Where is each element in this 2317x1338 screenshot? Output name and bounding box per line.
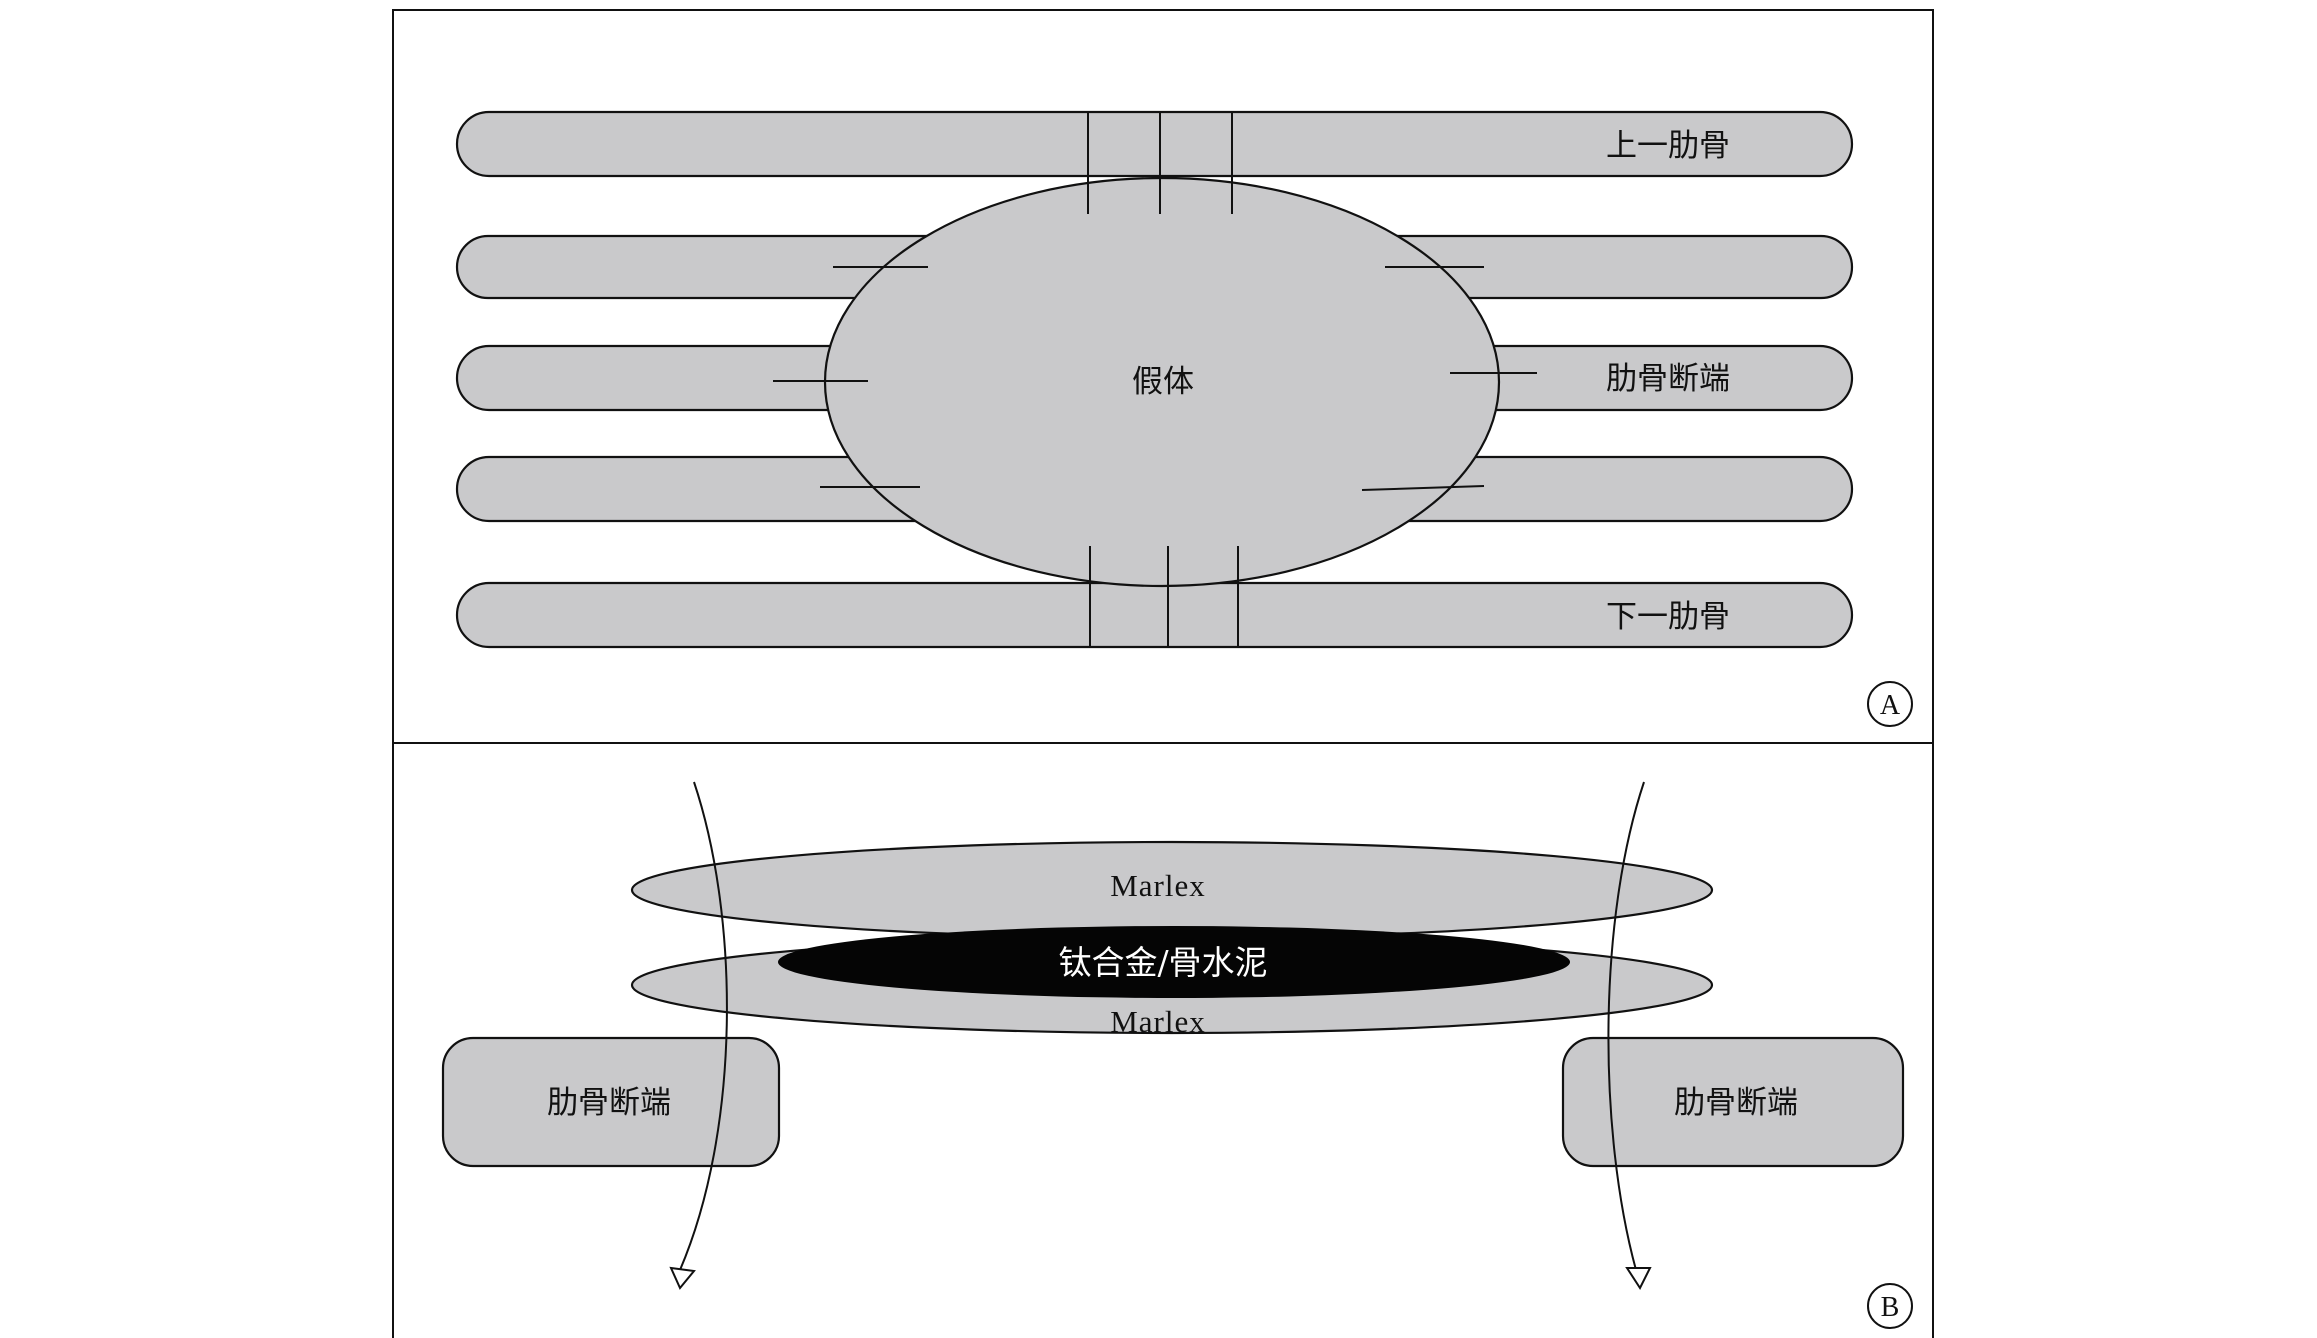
right-arrowhead — [1625, 1267, 1652, 1291]
panel-b-letter: B — [1881, 1292, 1900, 1323]
lower-rib-label: 下一肋骨 — [1606, 599, 1730, 635]
panel-a-letter: A — [1880, 690, 1901, 721]
panel-a: 上一肋骨 假体 肋骨断端 下一肋骨 A — [455, 110, 1913, 727]
panel-a-badge — [1867, 681, 1913, 727]
rib-end-block-right — [1561, 1036, 1905, 1168]
core-label: 钛合金/骨水泥 — [1058, 943, 1267, 982]
rib-end-label: 肋骨断端 — [1606, 361, 1730, 397]
left-arrow-path — [679, 781, 728, 1271]
rib-end-right-label: 肋骨断端 — [1674, 1085, 1798, 1121]
rib-bar-3-left — [455, 344, 889, 412]
upper-rib-bar — [455, 110, 1854, 178]
right-arrow-path — [1607, 781, 1645, 1271]
panel-b: Marlex 钛合金/骨水泥 Marlex 肋骨断端 肋骨断端 B — [441, 781, 1913, 1329]
left-arrowhead — [669, 1266, 696, 1290]
titanium-cement-core — [778, 926, 1570, 998]
marlex-bottom-label: Marlex — [1110, 1004, 1206, 1039]
prosthesis-label: 假体 — [1132, 364, 1194, 400]
panel-b-badge — [1867, 1283, 1913, 1329]
marlex-top-label: Marlex — [1110, 868, 1206, 903]
upper-rib-label: 上一肋骨 — [1606, 128, 1730, 164]
suture-right-3 — [1361, 485, 1485, 491]
rib-end-block-left — [441, 1036, 781, 1168]
figure-frame — [392, 9, 1934, 1338]
rib-end-left-label: 肋骨断端 — [547, 1085, 671, 1121]
